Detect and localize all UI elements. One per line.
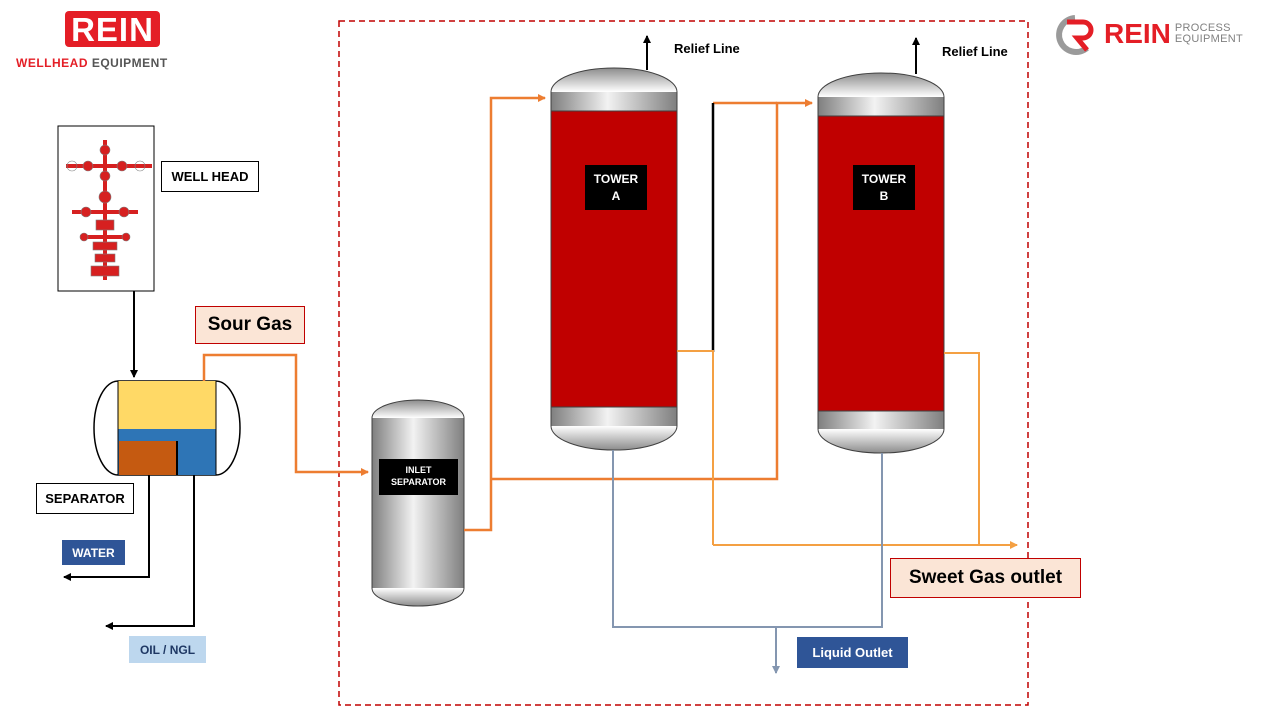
inlet-separator-label-line1: INLET xyxy=(405,465,432,476)
oil-ngl-label: OIL / NGL xyxy=(129,636,206,663)
relief-line-a-label-text: Relief Line xyxy=(674,41,740,56)
separator-gas-zone xyxy=(118,381,216,429)
tower-a-label: TOWER A xyxy=(585,165,647,210)
separator-label: SEPARATOR xyxy=(36,483,134,514)
tower-b-label: TOWER B xyxy=(853,165,915,210)
oil-outlet-line xyxy=(105,475,195,630)
rein-process-logo: REIN PROCESS EQUIPMENT xyxy=(1098,14,1243,54)
wellhead-label-text: WELL HEAD xyxy=(171,169,249,184)
logo-left-brand: REIN xyxy=(71,10,154,48)
oil-ngl-label-text: OIL / NGL xyxy=(139,642,196,657)
water-label: WATER xyxy=(62,540,125,565)
logo-left-subtitle: WELLHEAD EQUIPMENT xyxy=(16,56,168,70)
logo-right-subtitle: PROCESS EQUIPMENT xyxy=(1175,23,1243,45)
inlet-separator-vessel xyxy=(371,399,465,607)
sour-gas-label: Sour Gas xyxy=(195,306,305,344)
liquid-outlet-label: Liquid Outlet xyxy=(797,637,908,668)
separator-oil-zone xyxy=(119,441,176,475)
sweet-gas-outlet-label: Sweet Gas outlet xyxy=(890,558,1081,598)
logo-left-sub2: EQUIPMENT xyxy=(91,56,168,70)
logo-right-brand: REIN xyxy=(1104,18,1171,49)
separator-label-text: SEPARATOR xyxy=(45,491,125,506)
rein-wellhead-logo: REIN xyxy=(65,11,160,47)
logo-right-sub1: PROCESS xyxy=(1174,22,1231,34)
tower-a-vessel xyxy=(550,67,678,451)
relief-line-a-label: Relief Line xyxy=(674,41,740,56)
tower-b-vessel xyxy=(817,72,945,454)
tower-a-label-line1: TOWER xyxy=(593,172,639,187)
tower-b-label-line1: TOWER xyxy=(861,172,907,187)
liquid-outlet-label-text: Liquid Outlet xyxy=(812,645,893,660)
sour-gas-line xyxy=(202,353,369,476)
liquid-line-a xyxy=(612,450,776,628)
sweet-gas-line-a xyxy=(677,350,714,545)
inlet-separator-label-line2: SEPARATOR xyxy=(390,477,446,487)
tower-a-label-line2: A xyxy=(611,188,621,203)
water-outlet-line xyxy=(63,475,150,581)
logo-left-sub1: WELLHEAD xyxy=(16,56,88,70)
wellhead-label: WELL HEAD xyxy=(161,161,259,192)
sour-gas-label-text: Sour Gas xyxy=(207,314,293,335)
relief-line-b-label-text: Relief Line xyxy=(942,44,1008,59)
wellhead-icon xyxy=(66,140,152,280)
liquid-line-b xyxy=(776,453,883,628)
process-boundary xyxy=(338,20,1029,706)
inlet-separator-label: INLET SEPARATOR xyxy=(379,459,458,495)
sweet-gas-outlet-label-text: Sweet Gas outlet xyxy=(908,567,1063,588)
feed-line-tower-a xyxy=(464,94,546,532)
tower-b-label-line2: B xyxy=(879,188,889,203)
relief-line-b-label: Relief Line xyxy=(942,44,1008,59)
sweet-gas-line-b xyxy=(944,352,980,545)
feed-line-tower-b xyxy=(491,99,813,481)
water-label-text: WATER xyxy=(72,545,115,560)
logo-right-sub2: EQUIPMENT xyxy=(1174,33,1243,45)
rein-process-logo-mark xyxy=(1056,15,1094,55)
